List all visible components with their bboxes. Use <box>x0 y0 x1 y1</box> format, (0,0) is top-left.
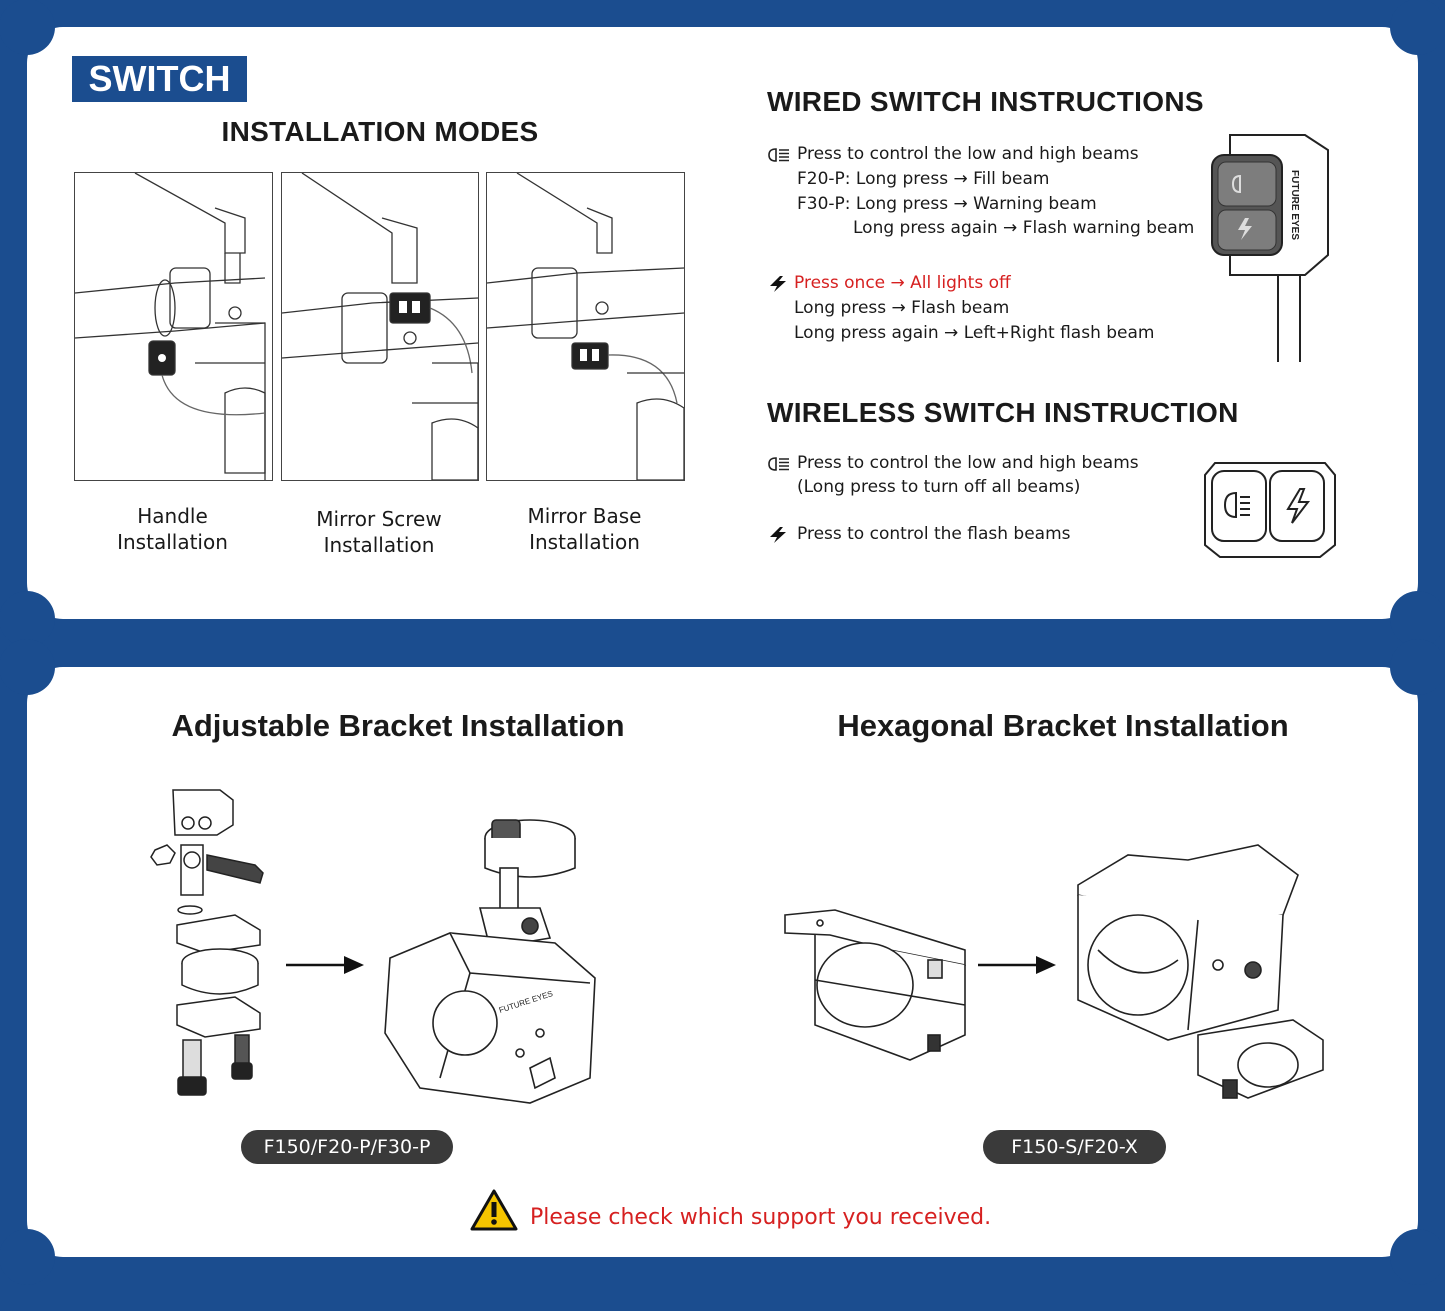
wireless-flash-line: Press to control the flash beams <box>797 524 1071 544</box>
hexagonal-clamp-image <box>784 909 966 1061</box>
wired-flash-line: Press once → All lights off <box>794 273 1011 293</box>
wired-switch-device-image: FUTURE EYES <box>1211 134 1329 362</box>
mode-caption-line: Mirror Screw <box>316 507 442 531</box>
lightning-icon <box>770 276 786 292</box>
lightning-icon <box>770 527 786 543</box>
mode-caption-mirror-base: Mirror Base Installation <box>486 503 683 555</box>
mirror-screw-installation-image <box>281 172 479 481</box>
wired-beam-line: F30-P: Long press → Warning beam <box>797 194 1097 214</box>
wireless-switch-title: WIRELESS SWITCH INSTRUCTION <box>767 397 1239 428</box>
hexagonal-light-assembly-image <box>1077 844 1324 1099</box>
wired-flash-line: Long press again → Left+Right flash beam <box>794 323 1155 343</box>
corner-notch <box>1390 0 1445 55</box>
arrow-right-icon <box>978 956 1056 974</box>
corner-notch <box>0 0 55 55</box>
mode-caption-line: Mirror Base <box>527 504 642 528</box>
model-pill-adjustable: F150/F20-P/F30-P <box>241 1130 453 1164</box>
mode-caption-mirror-screw: Mirror Screw Installation <box>281 506 477 558</box>
corner-notch <box>0 591 55 647</box>
adjustable-light-assembly-image: FUTURE EYES <box>384 819 596 1104</box>
installation-modes-title: INSTALLATION MODES <box>221 116 539 147</box>
wired-switch-title: WIRED SWITCH INSTRUCTIONS <box>767 86 1204 117</box>
arrow-right-icon <box>286 956 364 974</box>
model-pill-hexagonal: F150-S/F20-X <box>983 1130 1166 1164</box>
switch-brand-text: FUTURE EYES <box>1289 170 1300 240</box>
wired-beam-line: Long press again → Flash warning beam <box>853 218 1195 238</box>
corner-notch <box>1390 1229 1445 1285</box>
hexagonal-bracket-title: Hexagonal Bracket Installation <box>837 708 1289 743</box>
adjustable-bracket-title: Adjustable Bracket Installation <box>171 708 625 743</box>
wireless-beam-line: (Long press to turn off all beams) <box>797 477 1081 497</box>
wireless-switch-device-image <box>1204 462 1336 558</box>
corner-notch <box>0 639 55 695</box>
handle-installation-image <box>74 172 273 481</box>
headlight-icon <box>768 457 789 471</box>
corner-notch <box>1390 639 1445 695</box>
corner-notch <box>0 1229 55 1285</box>
warning-icon <box>470 1189 518 1231</box>
mode-caption-line: Installation <box>529 530 640 554</box>
mode-caption-line: Installation <box>117 530 228 554</box>
mode-caption-line: Handle <box>137 504 208 528</box>
mirror-base-installation-image <box>486 172 685 481</box>
wired-flash-line: Long press → Flash beam <box>794 298 1010 318</box>
wireless-beam-line: Press to control the low and high beams <box>797 453 1139 473</box>
mode-caption-handle: Handle Installation <box>74 503 271 555</box>
headlight-icon <box>768 148 789 162</box>
mode-caption-line: Installation <box>323 533 435 557</box>
wired-beam-line: Press to control the low and high beams <box>797 144 1139 164</box>
adjustable-bracket-parts-image <box>150 789 264 1096</box>
corner-notch <box>1390 591 1445 647</box>
switch-tag: SWITCH <box>72 56 247 102</box>
wired-beam-line: F20-P: Long press → Fill beam <box>797 169 1050 189</box>
support-notice: Please check which support you received. <box>530 1205 992 1230</box>
